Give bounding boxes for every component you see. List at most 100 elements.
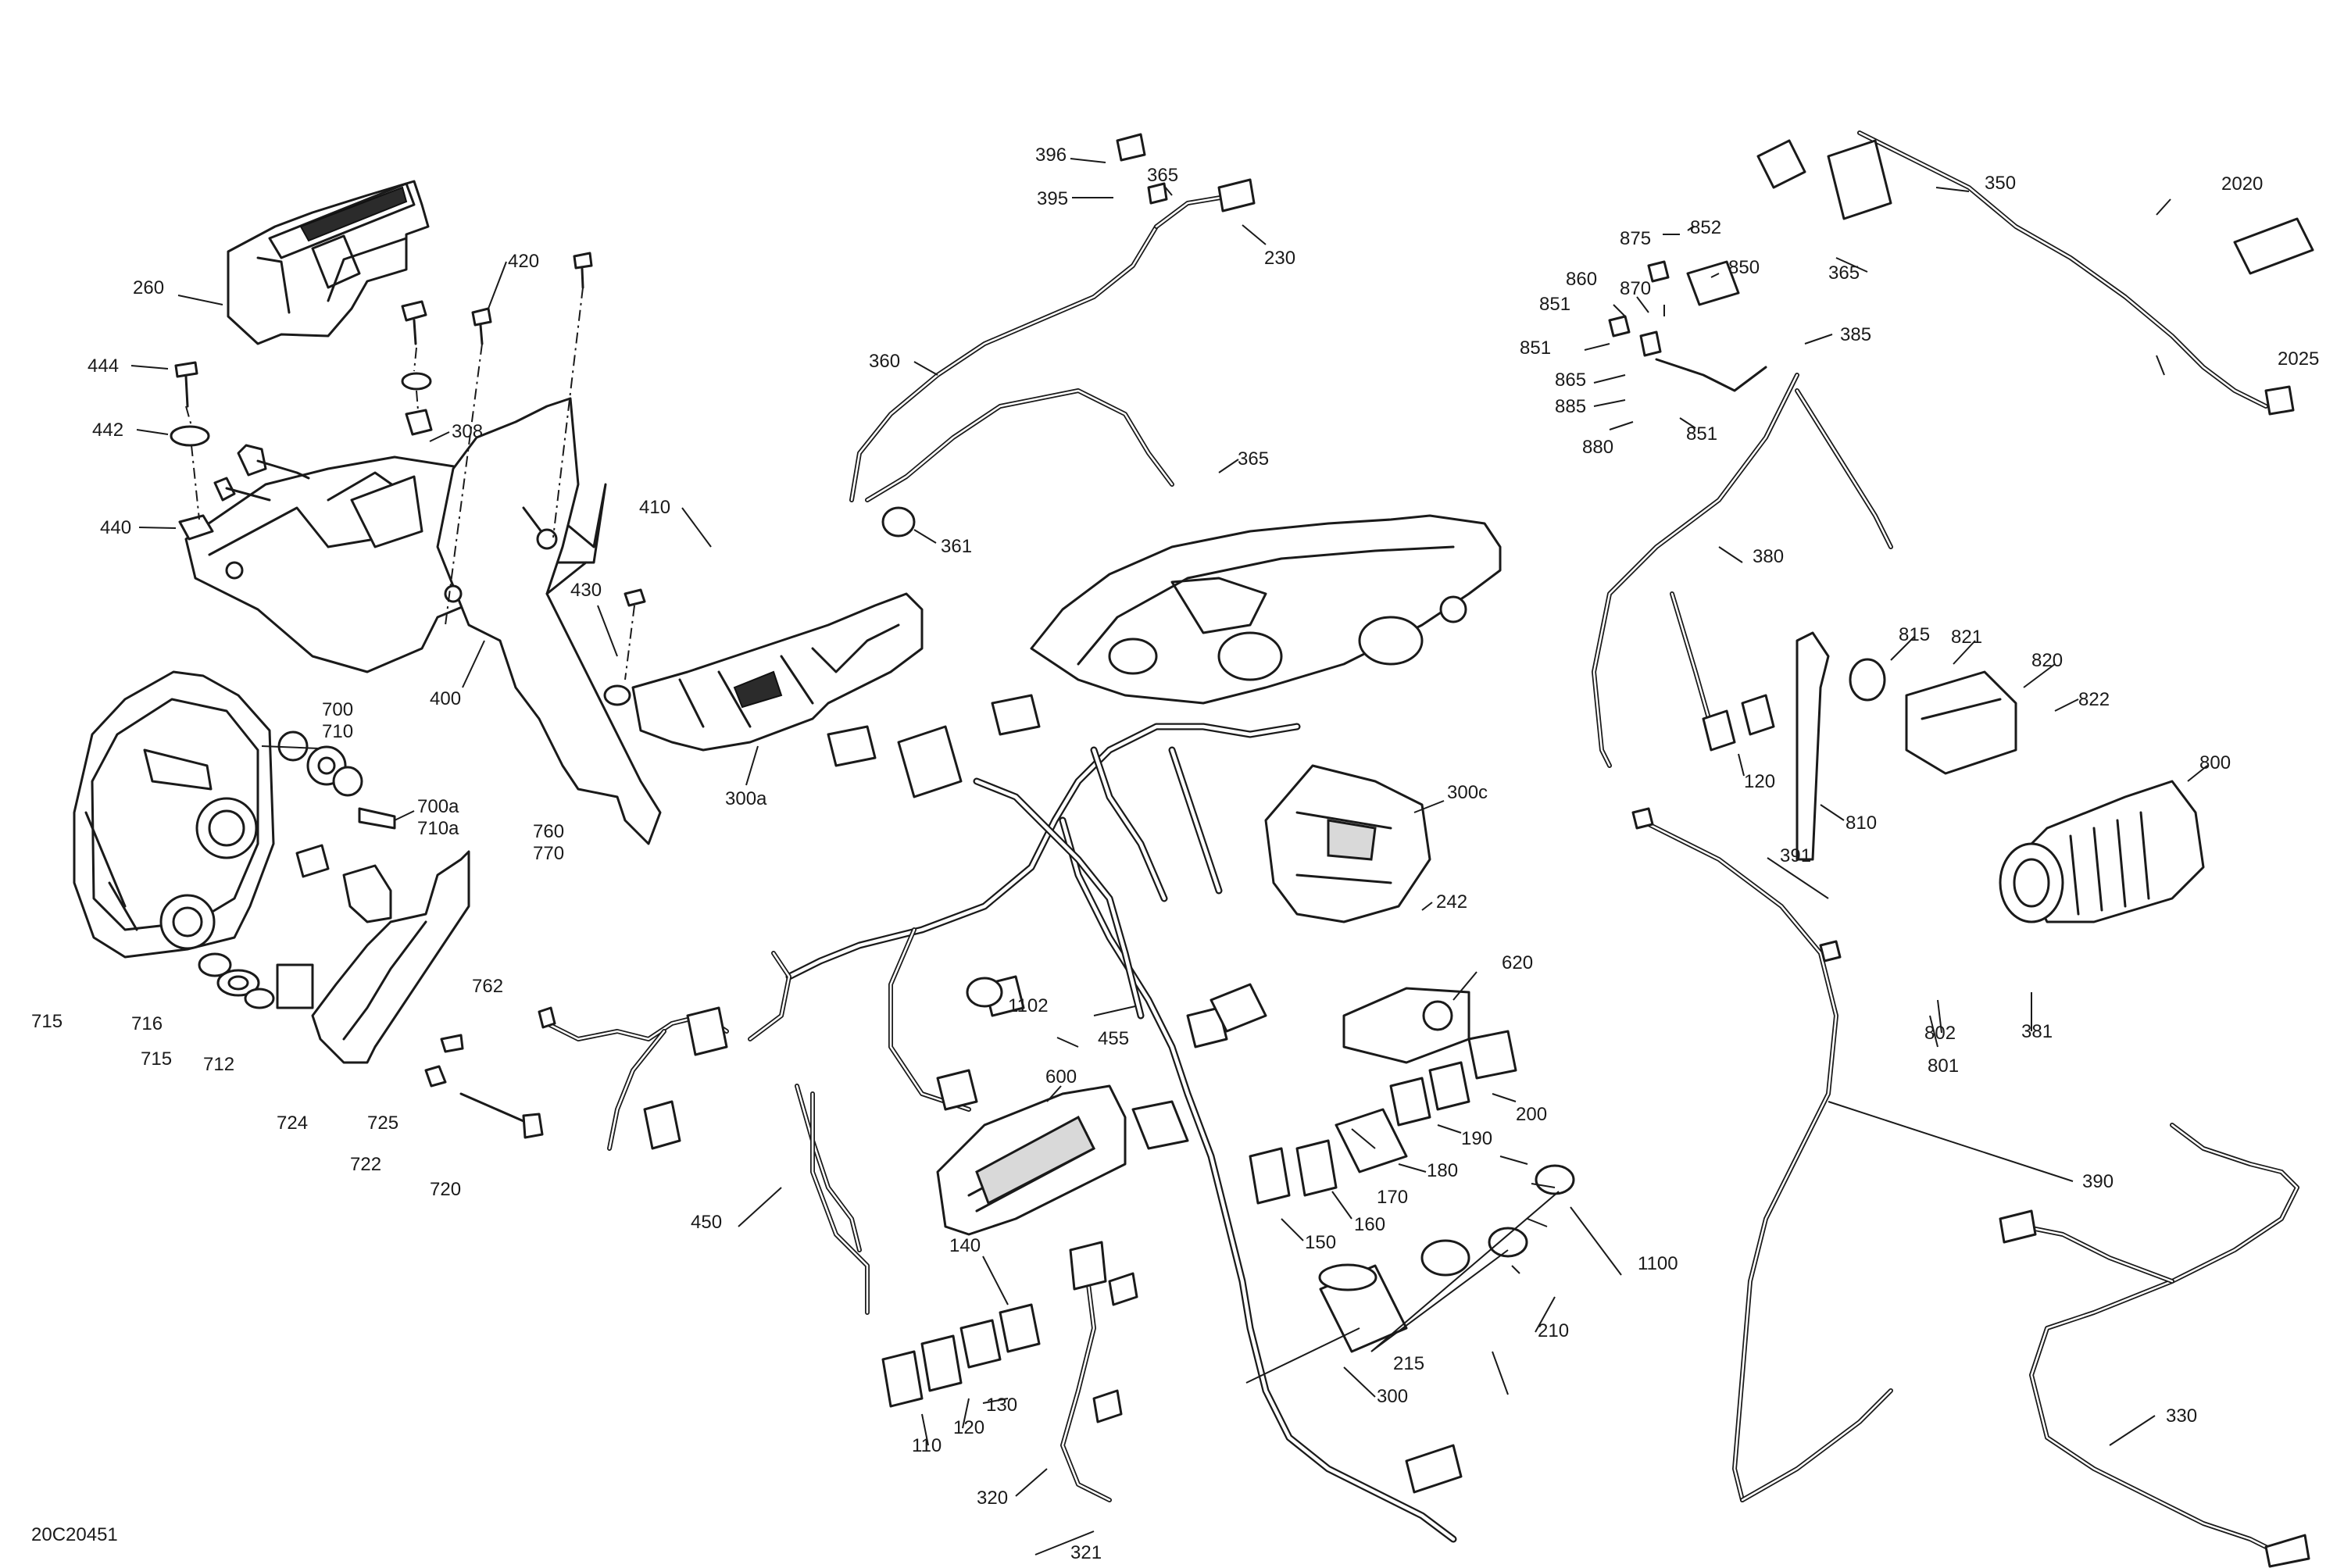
fusebox-300c-drawing	[1264, 764, 1431, 923]
callout-1100: 1100	[1638, 1253, 1678, 1274]
callout-860: 860	[1566, 269, 1597, 290]
callout-716: 716	[131, 1013, 163, 1034]
callout-430: 430	[570, 580, 602, 601]
callout-851: 851	[1686, 423, 1717, 445]
callout-160: 160	[1354, 1214, 1385, 1235]
callout-242: 242	[1436, 891, 1467, 913]
callout-320: 320	[977, 1488, 1008, 1509]
callout-620: 620	[1502, 952, 1533, 973]
fasteners-upper-left	[170, 252, 646, 706]
callout-180: 180	[1427, 1160, 1458, 1181]
callout-120: 120	[953, 1417, 984, 1438]
callout-365: 365	[1147, 165, 1178, 186]
callout-130: 130	[986, 1395, 1017, 1416]
harness-390-drawing	[1631, 807, 1893, 1502]
callout-120: 120	[1744, 771, 1775, 792]
harness-branches-drawing	[545, 927, 971, 1315]
callout-715: 715	[141, 1048, 172, 1070]
callout-710: 710	[322, 721, 353, 742]
bracket-300a-drawing	[631, 592, 924, 752]
callout-leader-lines	[130, 158, 2208, 1555]
winch-800-drawing	[1999, 780, 2205, 923]
callout-875: 875	[1620, 228, 1651, 249]
callout-725: 725	[367, 1113, 398, 1134]
callout-455: 455	[1098, 1028, 1129, 1049]
callout-852: 852	[1690, 217, 1721, 238]
callout-450: 450	[691, 1212, 722, 1233]
callout-395: 395	[1037, 188, 1068, 209]
callout-820: 820	[2031, 650, 2063, 671]
fairlead-820-drawing	[1905, 670, 2017, 775]
callout-870: 870	[1620, 278, 1651, 299]
switch-group-150-200-drawing	[1249, 1030, 1517, 1205]
headlight-bracket-drawing	[311, 850, 544, 1139]
fastener-dash-lines	[185, 287, 635, 680]
callout-308: 308	[452, 421, 483, 442]
callout-300a: 300a	[725, 788, 767, 809]
callout-361: 361	[941, 536, 972, 557]
callout-800: 800	[2199, 752, 2231, 773]
callout-700: 700	[322, 699, 353, 720]
callout-851: 851	[1539, 294, 1570, 315]
callout-215: 215	[1393, 1353, 1424, 1374]
callout-360: 360	[869, 351, 900, 372]
callout-381: 381	[2021, 1021, 2053, 1042]
callout-170: 170	[1377, 1187, 1408, 1208]
switch-group-110-140-drawing	[881, 1303, 1041, 1408]
harness-380-drawing	[1592, 373, 1893, 768]
hook-810-drawing	[1796, 631, 1886, 861]
callout-2025: 2025	[2278, 348, 2319, 370]
callout-715: 715	[31, 1011, 63, 1032]
callout-330: 330	[2166, 1405, 2197, 1427]
callout-801: 801	[1928, 1055, 1959, 1077]
callout-770: 770	[533, 843, 564, 864]
cluster-600-drawing	[936, 1084, 1127, 1236]
bracket-400-drawing	[184, 397, 662, 845]
callout-700a: 700a	[417, 796, 459, 817]
callout-200: 200	[1516, 1104, 1547, 1125]
callout-851: 851	[1520, 338, 1551, 359]
callout-391: 391	[1780, 845, 1811, 866]
callout-880: 880	[1582, 437, 1613, 458]
callout-410: 410	[639, 497, 670, 518]
callout-802: 802	[1924, 1023, 1956, 1044]
harness-320-drawing	[1060, 1241, 1123, 1502]
relay-group-850-drawing	[1608, 260, 1767, 392]
callout-210: 210	[1538, 1320, 1569, 1341]
callout-110: 110	[912, 1435, 942, 1456]
drawing-reference-number: 20C20451	[31, 1524, 118, 1545]
steering-support-drawing	[1030, 514, 1502, 705]
callout-810: 810	[1846, 813, 1877, 834]
callout-712: 712	[203, 1054, 234, 1075]
callout-440: 440	[100, 517, 131, 538]
harness-connectors-drawing	[538, 694, 1463, 1494]
callout-821: 821	[1951, 627, 1982, 648]
callout-365: 365	[1828, 263, 1860, 284]
callout-230: 230	[1264, 248, 1295, 269]
callout-865: 865	[1555, 370, 1586, 391]
callout-labels: 396 395 365 230 360 365 361 260 420 444 …	[31, 145, 2319, 1563]
callout-762: 762	[472, 976, 503, 997]
callout-710a: 710a	[417, 818, 459, 839]
callout-396: 396	[1035, 145, 1067, 166]
callout-190: 190	[1461, 1128, 1492, 1149]
callout-380: 380	[1753, 546, 1784, 567]
callout-321: 321	[1070, 1542, 1102, 1563]
harness-330-drawing	[1999, 1123, 2310, 1568]
callout-760: 760	[533, 821, 564, 842]
headlight-housing-drawing	[73, 670, 275, 959]
callout-1102: 1102	[1008, 995, 1049, 1016]
callout-390: 390	[2082, 1171, 2114, 1192]
callout-350: 350	[1985, 173, 2016, 194]
headlight-parts-drawing	[198, 730, 396, 1009]
callout-260: 260	[133, 277, 164, 298]
accessory-outlets-drawing	[966, 977, 1575, 1353]
callout-300: 300	[1377, 1386, 1408, 1407]
harness-360-drawing	[849, 133, 1256, 538]
main-harness-300-drawing	[785, 723, 1457, 1543]
callout-724: 724	[277, 1113, 308, 1134]
callout-385: 385	[1840, 324, 1871, 345]
callout-600: 600	[1045, 1066, 1077, 1088]
